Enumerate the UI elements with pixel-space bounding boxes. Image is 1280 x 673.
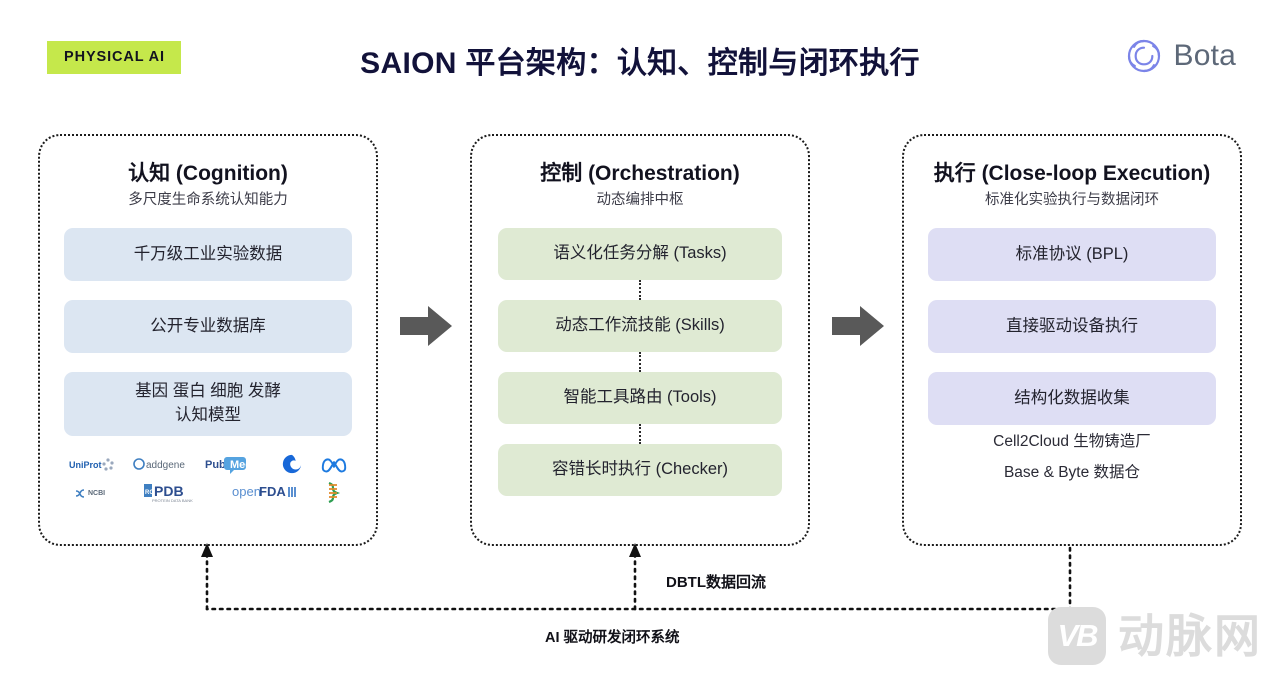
chip-connector-3 <box>639 424 641 444</box>
chip-fault-tolerant-checker[interactable]: 容错长时执行 (Checker) <box>498 444 782 496</box>
brand-name: Bota <box>1173 39 1236 72</box>
openfda-logo: open FDA <box>232 480 298 504</box>
footer-line-base-byte: Base & Byte 数据仓 <box>1003 464 1141 481</box>
card-execution-header: 执行 (Close-loop Execution) 标准化实验执行与数据闭环 <box>904 136 1240 210</box>
watermark-mark: VB <box>1048 607 1106 665</box>
card-execution-chip-list: 标准协议 (BPL) 直接驱动设备执行 结构化数据收集 <box>904 228 1240 444</box>
card-cognition-subtitle: 多尺度生命系统认知能力 <box>128 192 288 209</box>
svg-text:NCBI: NCBI <box>88 490 105 497</box>
meta-logo <box>320 452 348 476</box>
uniprot-logo: UniProt <box>68 452 116 476</box>
svg-text:open: open <box>232 484 261 499</box>
arrow-orchestration-to-execution <box>830 298 886 354</box>
chip-cognition-model[interactable]: 基因 蛋白 细胞 发酵 认知模型 <box>64 372 352 436</box>
card-cognition-title: 认知 (Cognition) <box>128 162 288 185</box>
card-orchestration: 控制 (Orchestration) 动态编排中枢 语义化任务分解 (Tasks… <box>470 134 810 546</box>
chip-structured-data-collection[interactable]: 结构化数据收集 <box>928 372 1216 425</box>
page-header: PHYSICAL AI SAION 平台架构：认知、控制与闭环执行 Bota <box>0 0 1280 108</box>
data-source-logos-row-1: UniProt addgene Pub Med <box>60 450 356 478</box>
svg-text:Med: Med <box>230 459 252 471</box>
helix-logo <box>323 480 343 504</box>
dbtl-loop-label: DBTL数据回流 <box>666 574 766 591</box>
brand-logo: Bota <box>1124 36 1236 76</box>
arrow-cognition-to-orchestration <box>398 298 454 354</box>
svg-text:RCSB: RCSB <box>145 490 163 496</box>
addgene-logo: addgene <box>132 452 189 476</box>
ai-closed-loop-label: AI 驱动研发闭环系统 <box>545 630 680 646</box>
card-cognition-header: 认知 (Cognition) 多尺度生命系统认知能力 <box>40 136 376 210</box>
card-orchestration-title: 控制 (Orchestration) <box>540 162 740 185</box>
svg-text:addgene: addgene <box>146 460 185 471</box>
chip-industrial-data[interactable]: 千万级工业实验数据 <box>64 228 352 281</box>
pubmed-logo: Pub Med <box>205 452 265 476</box>
card-cognition: 认知 (Cognition) 多尺度生命系统认知能力 千万级工业实验数据 公开专… <box>38 134 378 546</box>
svg-text:UniProt: UniProt <box>69 460 102 470</box>
data-source-logos-row-2: NCBI RCSB PDB PROTEIN DATA BANK open FDA <box>60 478 356 506</box>
footer-line-cell2cloud: Cell2Cloud 生物铸造厂 <box>993 433 1151 450</box>
card-execution-title: 执行 (Close-loop Execution) <box>933 162 1211 185</box>
card-execution-footer: Cell2Cloud 生物铸造厂 Base & Byte 数据仓 <box>904 426 1240 488</box>
chip-direct-device-drive[interactable]: 直接驱动设备执行 <box>928 300 1216 353</box>
page-title: SAION 平台架构：认知、控制与闭环执行 <box>360 47 920 80</box>
card-cognition-chip-list: 千万级工业实验数据 公开专业数据库 基因 蛋白 细胞 发酵 认知模型 <box>40 228 376 455</box>
chip-public-database[interactable]: 公开专业数据库 <box>64 300 352 353</box>
chip-standard-protocol[interactable]: 标准协议 (BPL) <box>928 228 1216 281</box>
chip-tool-routing[interactable]: 智能工具路由 (Tools) <box>498 372 782 424</box>
chip-task-decomposition[interactable]: 语义化任务分解 (Tasks) <box>498 228 782 280</box>
chip-cognition-model-label: 基因 蛋白 细胞 发酵 认知模型 <box>135 382 281 424</box>
ncbi-logo: NCBI <box>73 480 119 504</box>
chip-connector-1 <box>639 280 641 300</box>
card-orchestration-chip-list: 语义化任务分解 (Tasks) 动态工作流技能 (Skills) 智能工具路由 … <box>472 228 808 496</box>
physical-ai-badge: PHYSICAL AI <box>47 41 181 74</box>
card-execution-subtitle: 标准化实验执行与数据闭环 <box>985 192 1159 209</box>
chip-connector-2 <box>639 352 641 372</box>
card-orchestration-header: 控制 (Orchestration) 动态编排中枢 <box>472 136 808 210</box>
rcsb-pdb-logo: RCSB PDB PROTEIN DATA BANK <box>144 480 206 504</box>
svg-text:FDA: FDA <box>259 484 286 499</box>
swirl-logo <box>281 452 303 476</box>
bota-swirl-icon <box>1128 39 1161 73</box>
watermark-text: 动脉网 <box>1118 610 1262 662</box>
svg-text:Pub: Pub <box>205 459 226 471</box>
svg-text:PROTEIN DATA BANK: PROTEIN DATA BANK <box>152 498 193 503</box>
chip-workflow-skills[interactable]: 动态工作流技能 (Skills) <box>498 300 782 352</box>
card-execution: 执行 (Close-loop Execution) 标准化实验执行与数据闭环 标… <box>902 134 1242 546</box>
watermark: VB 动脉网 <box>1048 607 1262 665</box>
card-orchestration-subtitle: 动态编排中枢 <box>596 192 684 209</box>
svg-text:PDB: PDB <box>154 483 184 499</box>
data-source-logos: UniProt addgene Pub Med <box>60 450 356 506</box>
